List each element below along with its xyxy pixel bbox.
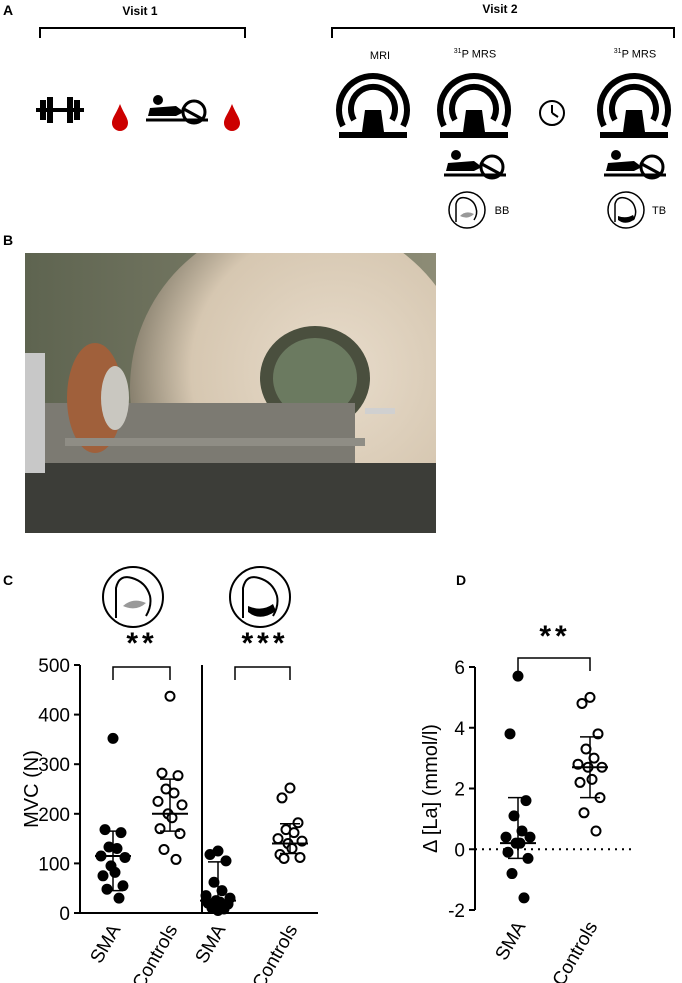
c-data-point	[111, 843, 123, 855]
d-data-point	[506, 868, 518, 880]
c-significance-bracket	[234, 666, 291, 680]
d-data-point	[590, 825, 602, 837]
c-data-point	[152, 795, 164, 807]
d-significance-bracket	[517, 657, 591, 671]
muscle-label-tb: TB	[651, 205, 667, 217]
d-data-point	[524, 831, 536, 843]
clock-icon	[539, 100, 565, 126]
d-data-point	[576, 697, 588, 709]
dumbbell-icon	[36, 97, 84, 123]
c-x-tick-label: Controls	[129, 921, 183, 983]
d-data-point	[592, 728, 604, 740]
c-x-tick-label: SMA	[192, 921, 231, 967]
d-y-tick-label: 4	[454, 719, 465, 740]
c-data-point	[284, 782, 296, 794]
muscle-label-bb: BB	[494, 205, 510, 217]
c-data-point	[99, 824, 111, 836]
c-data-point	[119, 851, 131, 863]
d-data-point	[580, 743, 592, 755]
d-data-point	[504, 728, 516, 740]
c-data-point	[156, 767, 168, 779]
c-data-point	[109, 866, 121, 878]
c-data-point	[288, 827, 300, 839]
c-y-axis-label: MVC (N)	[21, 750, 43, 828]
d-y-tick-label: 2	[454, 780, 465, 801]
c-y-tick-label: 500	[38, 656, 70, 677]
d-data-point	[574, 776, 586, 788]
c-data-point	[164, 690, 176, 702]
triceps-icon	[607, 191, 645, 229]
c-data-point	[97, 870, 109, 882]
c-y-tick-label: 200	[38, 805, 70, 826]
c-data-point	[172, 770, 184, 782]
c-data-point	[276, 792, 288, 804]
c-data-point	[220, 855, 232, 867]
c-significance-bracket	[112, 666, 171, 680]
c-y-tick-label: 0	[59, 904, 70, 925]
c-y-tick-label: 300	[38, 755, 70, 776]
d-data-point	[520, 795, 532, 807]
visit1-label: Visit 1	[122, 4, 158, 18]
c-data-point	[278, 852, 290, 864]
panel-a-graphics	[36, 27, 675, 229]
d-data-point	[584, 691, 596, 703]
visit2-label: Visit 2	[482, 2, 518, 16]
mri-label: MRI	[369, 50, 391, 62]
d-data-point	[518, 892, 530, 904]
significance-c-biceps: **	[126, 627, 158, 660]
d-x-tick-label: Controls	[549, 918, 603, 983]
c-data-point	[117, 880, 129, 892]
c-data-point	[115, 827, 127, 839]
c-data-point	[204, 848, 216, 860]
panel-letter-a: A	[3, 2, 14, 18]
c-y-tick-label: 100	[38, 854, 70, 875]
d-data-point	[500, 831, 512, 843]
d-y-tick-label: -2	[448, 901, 465, 922]
c-data-point	[158, 844, 170, 856]
d-y-tick-label: 0	[454, 840, 465, 861]
c-data-point	[176, 799, 188, 811]
d-data-point	[512, 670, 524, 682]
d-data-point	[588, 752, 600, 764]
biceps-icon	[448, 191, 486, 229]
panel-letter-b: B	[3, 232, 14, 248]
c-data-point	[286, 843, 298, 855]
d-data-point	[586, 773, 598, 785]
c-data-point	[272, 833, 284, 845]
c-data-point	[101, 883, 113, 895]
d-data-point	[508, 810, 520, 822]
panel-letter-d: D	[456, 572, 467, 588]
mrs-label-1: 31P MRS	[453, 48, 497, 61]
c-data-point	[113, 892, 125, 904]
d-data-point	[516, 825, 528, 837]
d-data-point	[578, 807, 590, 819]
d-y-axis-label: Δ [La] (mmol/l)	[420, 724, 442, 853]
mrs-label-2: 31P MRS	[613, 48, 657, 61]
mri-ergometer-photo	[25, 253, 436, 533]
c-data-point	[107, 732, 119, 744]
panel-letter-c: C	[3, 572, 14, 588]
c-y-tick-label: 400	[38, 706, 70, 727]
significance-d: **	[539, 620, 571, 653]
c-x-tick-label: SMA	[87, 921, 126, 967]
d-data-point	[502, 846, 514, 858]
c-data-point	[292, 817, 304, 829]
c-data-point	[170, 853, 182, 865]
c-x-tick-label: Controls	[249, 921, 303, 983]
d-y-tick-label: 6	[454, 658, 465, 679]
c-data-point	[216, 885, 228, 897]
c-data-point	[168, 787, 180, 799]
c-data-point	[294, 851, 306, 863]
c-data-point	[208, 876, 220, 888]
d-x-tick-label: SMA	[492, 918, 531, 964]
significance-c-triceps: ***	[241, 627, 289, 660]
